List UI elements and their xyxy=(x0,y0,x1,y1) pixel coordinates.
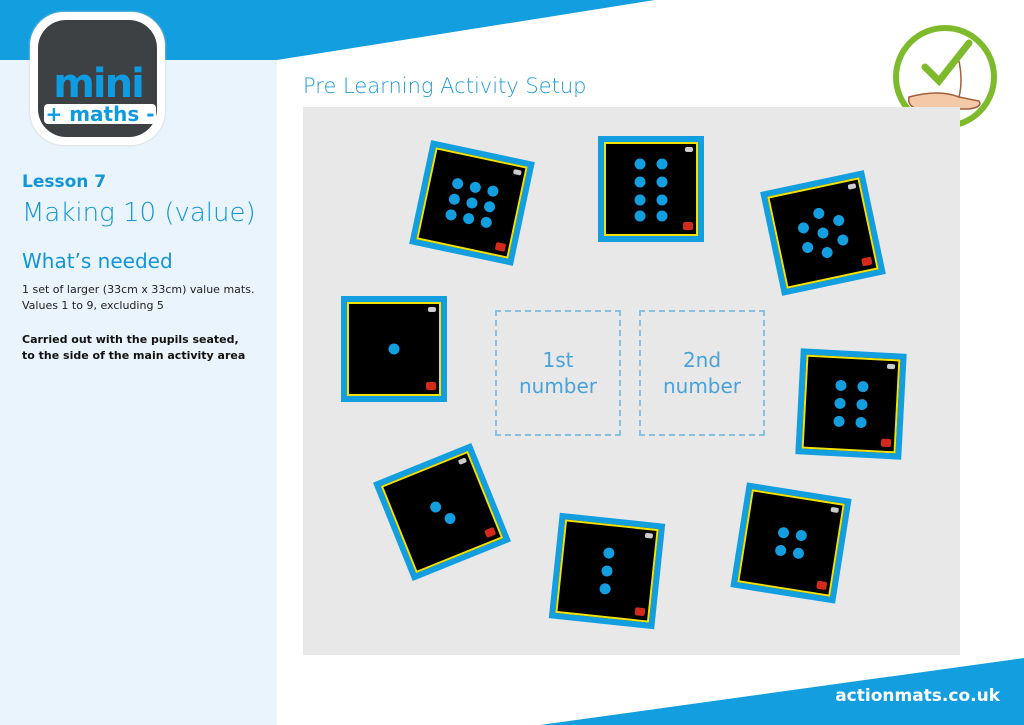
mat-face xyxy=(555,519,659,623)
note-line: Carried out with the pupils seated, xyxy=(22,333,239,346)
mat-dot xyxy=(600,564,614,578)
note-line: to the side of the main activity area xyxy=(22,349,246,362)
mat-dot xyxy=(602,547,615,560)
mat-dot xyxy=(447,192,461,206)
mat-dot xyxy=(856,380,869,393)
mat-tag-icon xyxy=(685,147,693,152)
setup-note: Carried out with the pupils seated, to t… xyxy=(22,332,272,364)
mat-dot xyxy=(656,176,668,188)
mat-dot xyxy=(792,547,805,560)
mat-dot xyxy=(833,415,846,428)
mat-dot xyxy=(634,194,646,206)
mat-tag-icon xyxy=(457,457,468,465)
mat-tag-icon xyxy=(847,183,857,190)
mat-tag-icon xyxy=(830,506,840,514)
mat-dot xyxy=(634,210,646,222)
mat-face xyxy=(801,354,901,454)
slot-label: number xyxy=(662,374,742,398)
footer-url: actionmats.co.uk xyxy=(835,686,1000,706)
mat-dot xyxy=(820,245,834,259)
mat-dot xyxy=(832,213,846,227)
sidebar-panel xyxy=(0,60,277,725)
mini-maths-logo: mini + maths - xyxy=(30,12,165,145)
value-mat-6 xyxy=(795,348,907,460)
mat-dot xyxy=(486,184,500,198)
mat-face xyxy=(347,302,441,396)
mat-dot xyxy=(834,397,846,410)
mat-dot xyxy=(442,511,457,526)
mat-brand-icon xyxy=(861,256,873,267)
lesson-number: Lesson 7 xyxy=(22,172,107,192)
value-mat-4 xyxy=(730,482,852,604)
mat-dot xyxy=(483,200,497,214)
mat-dot xyxy=(796,221,811,235)
mat-dot xyxy=(812,207,826,221)
needed-description: 1 set of larger (33cm x 33cm) value mats… xyxy=(22,282,272,314)
mat-face xyxy=(416,147,528,259)
mat-dot xyxy=(656,194,668,206)
needed-heading: What’s needed xyxy=(22,249,173,273)
mat-dot xyxy=(634,158,646,170)
mat-dot xyxy=(777,526,790,539)
slot-label: 2nd xyxy=(682,348,722,372)
value-mat-8 xyxy=(598,136,704,242)
mat-brand-icon xyxy=(634,607,646,617)
mat-brand-icon xyxy=(484,526,497,539)
slot-label: 1st xyxy=(542,348,574,372)
logo-text: mini xyxy=(53,61,145,107)
slot-label: number xyxy=(518,374,598,398)
mat-dot xyxy=(856,398,868,411)
mat-dot xyxy=(427,499,443,515)
mat-tag-icon xyxy=(886,363,896,370)
mat-face xyxy=(767,177,879,289)
mat-tag-icon xyxy=(428,307,436,312)
value-mat-9 xyxy=(409,140,535,266)
mat-dot xyxy=(634,176,646,188)
mat-tag-icon xyxy=(512,168,522,176)
mat-face xyxy=(737,489,845,597)
mat-dot xyxy=(774,544,787,557)
mat-dot xyxy=(444,208,458,222)
mat-face xyxy=(604,142,698,236)
mat-dot xyxy=(451,176,465,190)
value-mat-3 xyxy=(548,512,666,630)
mat-dot xyxy=(855,416,867,429)
mat-dot xyxy=(835,379,847,392)
mat-brand-icon xyxy=(880,438,892,448)
mat-dot xyxy=(656,210,668,222)
mat-dot xyxy=(816,226,830,240)
mat-brand-icon xyxy=(683,222,693,230)
mat-dot xyxy=(462,212,476,226)
value-mat-1 xyxy=(341,296,447,402)
mat-brand-icon xyxy=(426,382,436,390)
mat-dot xyxy=(656,158,668,170)
needed-line: Values 1 to 9, excluding 5 xyxy=(22,299,164,312)
mat-dot xyxy=(795,529,808,542)
mat-dot xyxy=(468,180,482,194)
mat-dot xyxy=(388,343,400,355)
mat-brand-icon xyxy=(816,580,828,591)
mat-dot xyxy=(465,196,479,210)
mat-dot xyxy=(599,582,612,595)
lesson-title: Making 10 (value) xyxy=(22,198,256,228)
needed-line: 1 set of larger (33cm x 33cm) value mats… xyxy=(22,283,255,296)
mat-dot xyxy=(479,216,493,230)
mat-dot xyxy=(801,240,815,254)
mat-dot xyxy=(836,233,850,247)
mat-tag-icon xyxy=(644,532,654,539)
logo-subtext: + maths - xyxy=(44,102,156,126)
value-mat-7 xyxy=(760,170,886,296)
page-heading: Pre Learning Activity Setup xyxy=(303,74,587,98)
mat-brand-icon xyxy=(494,241,507,252)
